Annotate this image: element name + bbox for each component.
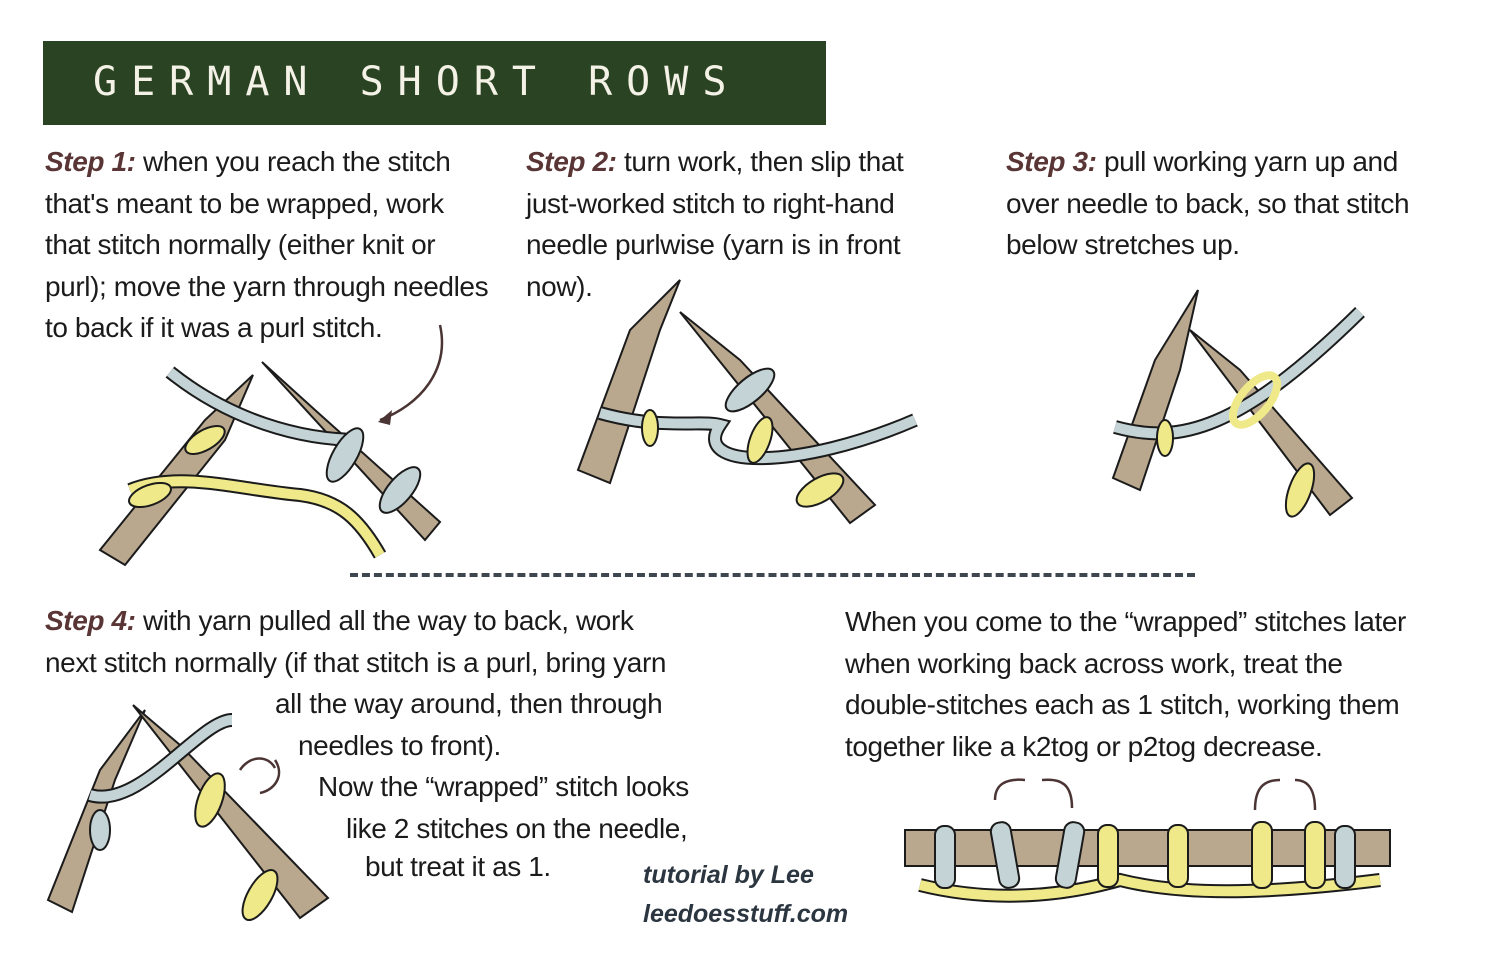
text-line: all the way around, then through (275, 688, 663, 719)
text-line: with yarn pulled all the way to back, wo… (142, 605, 634, 636)
arrow-icon (1253, 778, 1281, 811)
text-line: but treat it as 1. (365, 851, 551, 882)
step-3-label: Step 3: (1006, 146, 1097, 177)
arrow-icon (259, 759, 281, 795)
text-line: that's meant to be wrapped, work (45, 187, 444, 219)
text-line: that stitch normally (either knit or (45, 229, 436, 260)
arrow-icon (238, 757, 277, 771)
text-line: next stitch normally (if that stitch is … (45, 646, 667, 678)
note-text: When you come to the “wrapped” stitches … (845, 601, 1406, 767)
arrow-icon (1041, 778, 1074, 809)
text-line: Now the “wrapped” stitch looks (318, 771, 689, 802)
page-title: GERMAN SHORT ROWS (93, 59, 741, 105)
text-line: when working back across work, treat the (845, 647, 1343, 679)
text-line: like 2 stitches on the needle, (346, 812, 688, 844)
step-1-label: Step 1: (45, 146, 136, 177)
needle-left (576, 279, 681, 485)
step-3-illustration (1111, 289, 1365, 518)
needle-left (1111, 289, 1199, 492)
arrow-icon (1294, 778, 1317, 811)
text-line: below stretches up. (1006, 229, 1240, 260)
text-line: together like a k2tog or p2tog decrease. (845, 730, 1323, 762)
text-line: over needle to back, so that stitch (1006, 187, 1410, 219)
dashed-divider (350, 573, 1195, 577)
text-line: purl); move the yarn through needles (45, 270, 489, 302)
step-3-text: Step 3: pull working yarn up and over ne… (1006, 141, 1410, 266)
text-line: now). (526, 270, 593, 302)
text-line: needle purlwise (yarn is in front (526, 229, 901, 260)
credit-website: leedoesstuff.com (643, 900, 849, 928)
decrease-illustration (904, 778, 1391, 903)
arrow-icon (993, 778, 1026, 801)
step-2-label: Step 2: (526, 146, 617, 177)
text-line: double-stitches each as 1 stitch, workin… (845, 689, 1400, 720)
step-4-label: Step 4: (45, 605, 136, 636)
step-4-illustration (46, 704, 330, 921)
text-line: to back if it was a purl stitch. (45, 312, 383, 343)
credit: tutorial by Lee leedoesstuff.com (643, 856, 848, 934)
text-line: pull working yarn up and (1103, 146, 1398, 177)
step-2-text: Step 2: turn work, then slip that just-w… (526, 141, 904, 307)
text-line: turn work, then slip that (623, 146, 904, 177)
credit-author: tutorial by Lee (643, 861, 814, 889)
arrow-icon (379, 324, 444, 422)
text-line: when you reach the stitch (142, 146, 451, 177)
needle-right (132, 704, 330, 920)
step-1-illustration (98, 324, 444, 567)
text-line: When you come to the “wrapped” stitches … (845, 606, 1406, 637)
text-line: needles to front). (298, 729, 501, 761)
text-line: just-worked stitch to right-hand (526, 187, 895, 219)
step-2-illustration (576, 279, 918, 525)
step-1-text: Step 1: when you reach the stitch that's… (45, 141, 489, 349)
step-4-text: Step 4: with yarn pulled all the way to … (45, 600, 689, 885)
title-banner: GERMAN SHORT ROWS (43, 41, 826, 125)
